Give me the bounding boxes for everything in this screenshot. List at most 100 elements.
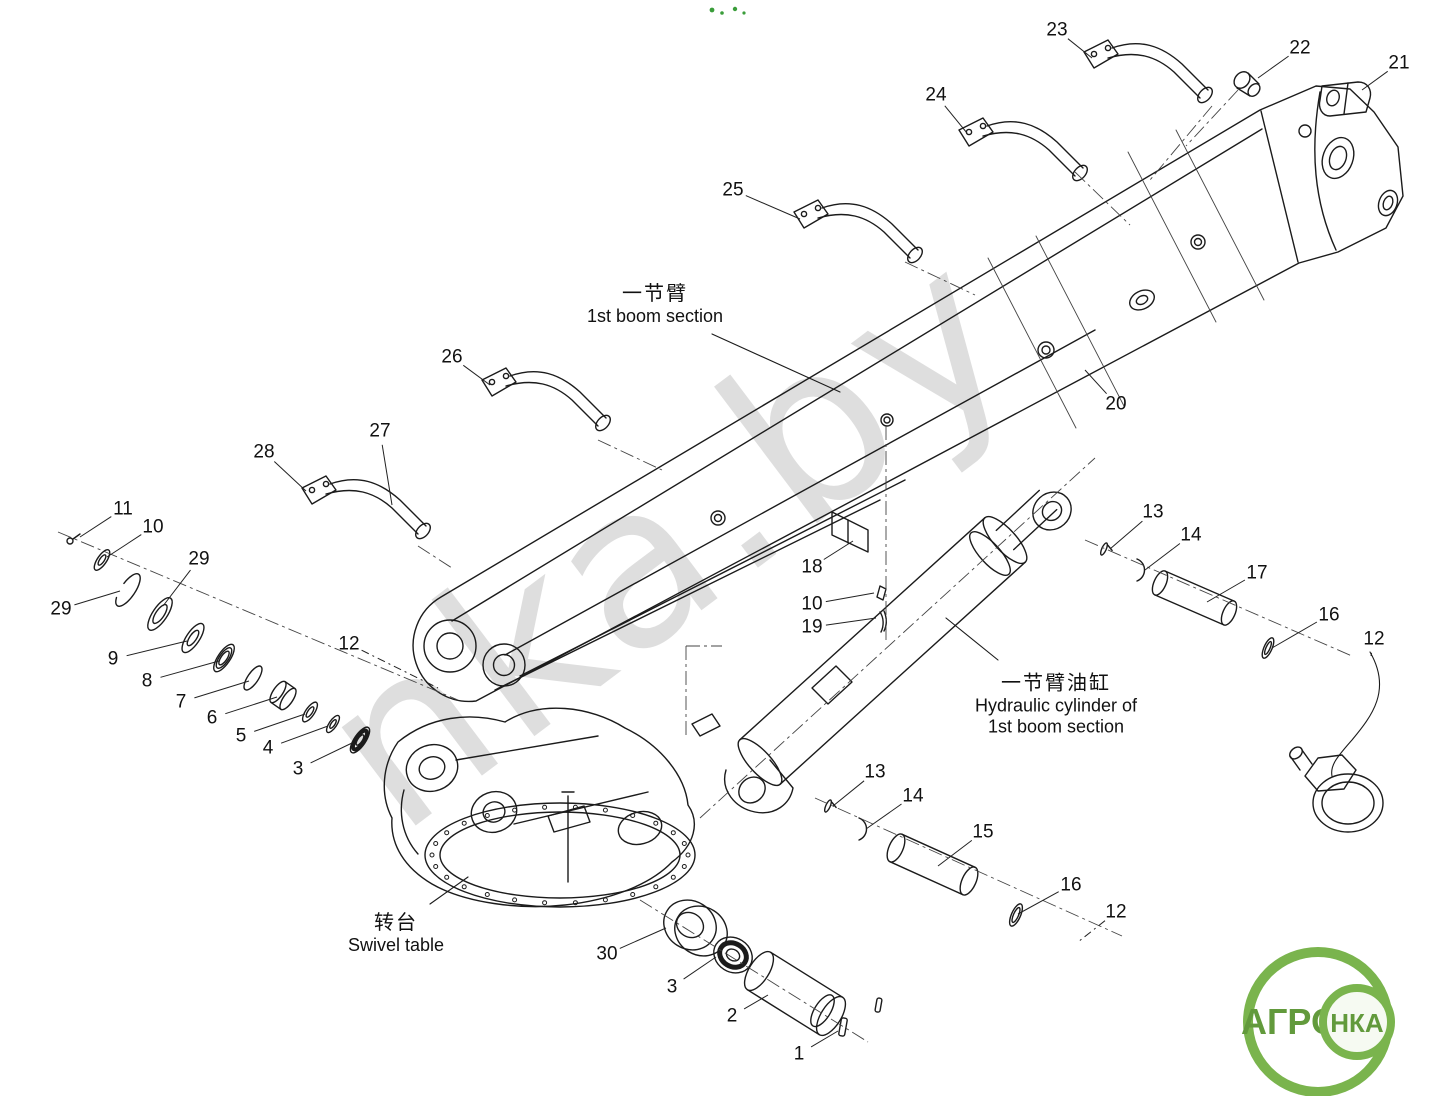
part-number-callout: 1 bbox=[793, 1043, 805, 1065]
swivel-table-label: 转台 Swivel table bbox=[348, 906, 444, 956]
part-number-callout: 7 bbox=[175, 691, 187, 713]
leader-line bbox=[810, 1030, 839, 1048]
cylinder-label-en2: 1st boom section bbox=[987, 716, 1125, 737]
leader-line bbox=[463, 364, 491, 386]
cylinder-label-en1: Hydraulic cylinder of bbox=[974, 695, 1138, 716]
leader-line bbox=[74, 590, 121, 606]
part-number-callout: 20 bbox=[1105, 393, 1127, 415]
leader-line bbox=[381, 444, 393, 506]
swivel-table-label-en: Swivel table bbox=[347, 935, 445, 955]
leader-line bbox=[825, 617, 877, 626]
part-number-callout: 12 bbox=[338, 633, 360, 655]
part-number-callout: 23 bbox=[1046, 19, 1068, 41]
leader-line bbox=[825, 592, 875, 603]
part-number-callout: 19 bbox=[801, 616, 823, 638]
ring-16-upper bbox=[1261, 637, 1275, 659]
flange-bolt-hole bbox=[602, 807, 608, 813]
part-number-callout: 4 bbox=[262, 737, 274, 759]
leader-line bbox=[619, 927, 667, 949]
leader-line bbox=[310, 742, 353, 764]
flange-bolt-hole bbox=[484, 813, 490, 818]
flange-bolt-hole bbox=[433, 841, 439, 846]
flange-bolt-hole bbox=[602, 897, 608, 903]
leader-line bbox=[225, 696, 278, 715]
leader-line bbox=[944, 105, 968, 134]
leader-line bbox=[1370, 652, 1373, 657]
part-number-callout: 3 bbox=[666, 976, 678, 998]
leader-line bbox=[194, 680, 250, 699]
grease-fitting-12 bbox=[1289, 651, 1384, 833]
cylinder-label-cn: 一节臂油缸 bbox=[1001, 672, 1111, 695]
flange-bolt-hole bbox=[512, 897, 518, 903]
left-rings-chain bbox=[66, 533, 371, 754]
part-number-callout: 27 bbox=[369, 420, 391, 442]
leader-line bbox=[1084, 369, 1107, 395]
part-number-callout: 10 bbox=[801, 593, 823, 615]
bracket-23 bbox=[1083, 39, 1216, 107]
flange-bolt-hole bbox=[653, 884, 659, 890]
part-number-callout: 15 bbox=[972, 821, 994, 843]
part-number-callout: 25 bbox=[722, 179, 744, 201]
flange-bolt-hole bbox=[484, 892, 490, 897]
leader-line bbox=[1206, 579, 1246, 603]
cotter-19 bbox=[879, 610, 887, 633]
part-number-callout: 18 bbox=[801, 556, 823, 578]
top-watermark-mark bbox=[709, 6, 746, 15]
agronka-logo: АГРО НКА bbox=[1241, 947, 1395, 1096]
label-leaders bbox=[429, 333, 999, 905]
leader-line bbox=[1077, 920, 1106, 943]
part-number-callout: 6 bbox=[206, 707, 218, 729]
ring-16-lower bbox=[1008, 903, 1024, 927]
leader-line bbox=[79, 516, 112, 538]
logo-text-nka: НКА bbox=[1330, 1008, 1384, 1038]
part-number-callout: 17 bbox=[1246, 562, 1268, 584]
plug-22 bbox=[1233, 71, 1261, 97]
part-number-callout: 29 bbox=[188, 548, 210, 570]
part-number-callout: 16 bbox=[1060, 874, 1082, 896]
flange-bolt-hole bbox=[670, 830, 676, 836]
flange-bolt-hole bbox=[653, 820, 659, 826]
part-number-callout: 5 bbox=[235, 725, 247, 747]
flange-bolt-hole bbox=[542, 900, 548, 906]
leader-line bbox=[126, 640, 188, 657]
part-number-callout: 29 bbox=[50, 598, 72, 620]
leader-line bbox=[106, 534, 142, 558]
leader-line bbox=[1257, 55, 1289, 79]
leader-line bbox=[361, 649, 439, 689]
leader-line bbox=[1067, 38, 1093, 59]
boom-section-label: 一节臂 1st boom section bbox=[587, 277, 723, 327]
flange-bolt-hole bbox=[429, 852, 435, 858]
leader-line bbox=[937, 840, 973, 867]
upper-pin-chain bbox=[1099, 542, 1275, 659]
flange-bolt-hole bbox=[685, 852, 691, 858]
flange-bolt-hole bbox=[444, 830, 450, 836]
pin-17 bbox=[1154, 570, 1235, 626]
flange-bolt-hole bbox=[630, 892, 636, 897]
leader-line bbox=[273, 461, 307, 492]
leader-line bbox=[865, 803, 902, 830]
part-number-callout: 16 bbox=[1318, 604, 1340, 626]
bottom-pin-chain bbox=[663, 899, 883, 1037]
part-number-callout: 2 bbox=[726, 1005, 738, 1027]
flange-bolt-hole bbox=[572, 900, 578, 906]
leader-line bbox=[1144, 543, 1181, 571]
leader-line bbox=[280, 725, 329, 744]
cylinder-label: 一节臂油缸 Hydraulic cylinder of 1st boom sec… bbox=[975, 667, 1137, 738]
leader-line bbox=[832, 780, 865, 807]
flange-bolt-hole bbox=[461, 820, 467, 826]
swivel-table-label-cn: 转台 bbox=[373, 912, 418, 934]
flange-bolt-hole bbox=[444, 874, 450, 880]
leader-line bbox=[162, 569, 191, 607]
leader-line bbox=[1017, 891, 1059, 915]
section-marks bbox=[987, 129, 1265, 429]
leader-line bbox=[745, 195, 801, 220]
leader-line bbox=[1271, 621, 1318, 649]
bracket-18 bbox=[831, 511, 869, 553]
boom-drawing bbox=[412, 85, 1404, 703]
part-number-callout: 14 bbox=[1180, 524, 1202, 546]
part-number-callout: 10 bbox=[142, 516, 164, 538]
pin-15 bbox=[889, 833, 976, 896]
part-number-callout: 21 bbox=[1388, 52, 1410, 74]
